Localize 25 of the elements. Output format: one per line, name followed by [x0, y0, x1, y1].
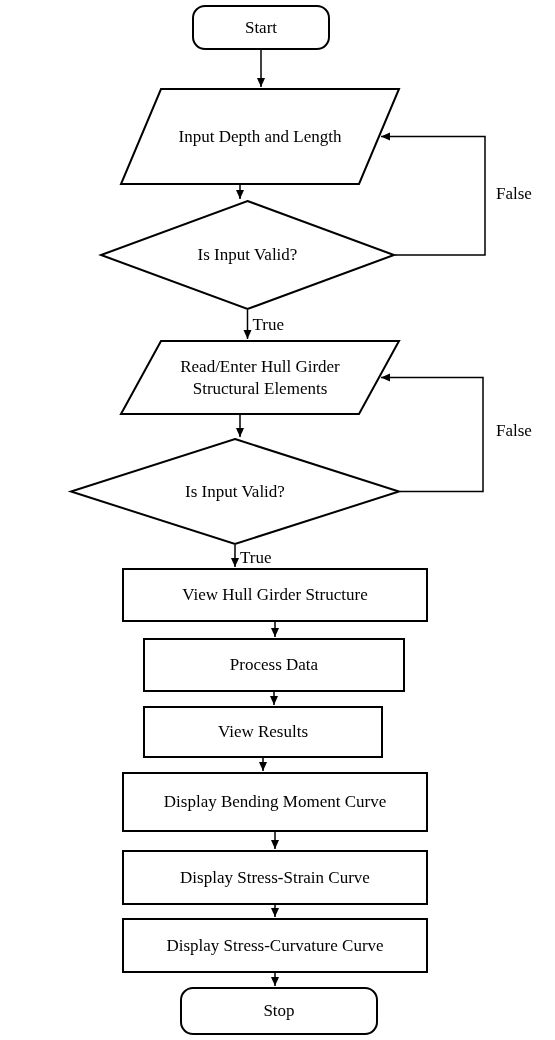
arrow [236, 184, 244, 200]
step-text: View Hull Girder Structure [182, 584, 368, 606]
step-text: Input Depth and Length [178, 125, 342, 148]
arrow [380, 132, 486, 256]
arrow [271, 621, 279, 638]
arrow [271, 831, 279, 850]
arrow [270, 691, 278, 706]
arrow [259, 757, 267, 772]
step-text: Process Data [229, 654, 319, 676]
arrow [271, 972, 279, 987]
step-text: Start [244, 16, 278, 39]
arrow [380, 373, 484, 493]
step-text: Read/Enter Hull Girder Structural Elements [179, 356, 341, 399]
step-text: View Results [217, 721, 309, 743]
step-text: Display Bending Moment Curve [163, 791, 387, 813]
step-text: Display Stress-Strain Curve [180, 866, 370, 889]
step-text: Stop [263, 1000, 295, 1022]
step-text: Is Input Valid? [185, 480, 285, 503]
arrow [243, 309, 252, 340]
step-text: Display Stress-Curvature Curve [166, 934, 384, 957]
arrow [271, 904, 279, 918]
arrow [236, 414, 244, 438]
arrow [231, 544, 239, 568]
step-text: Is Input Valid? [197, 244, 298, 266]
arrow [257, 49, 265, 88]
